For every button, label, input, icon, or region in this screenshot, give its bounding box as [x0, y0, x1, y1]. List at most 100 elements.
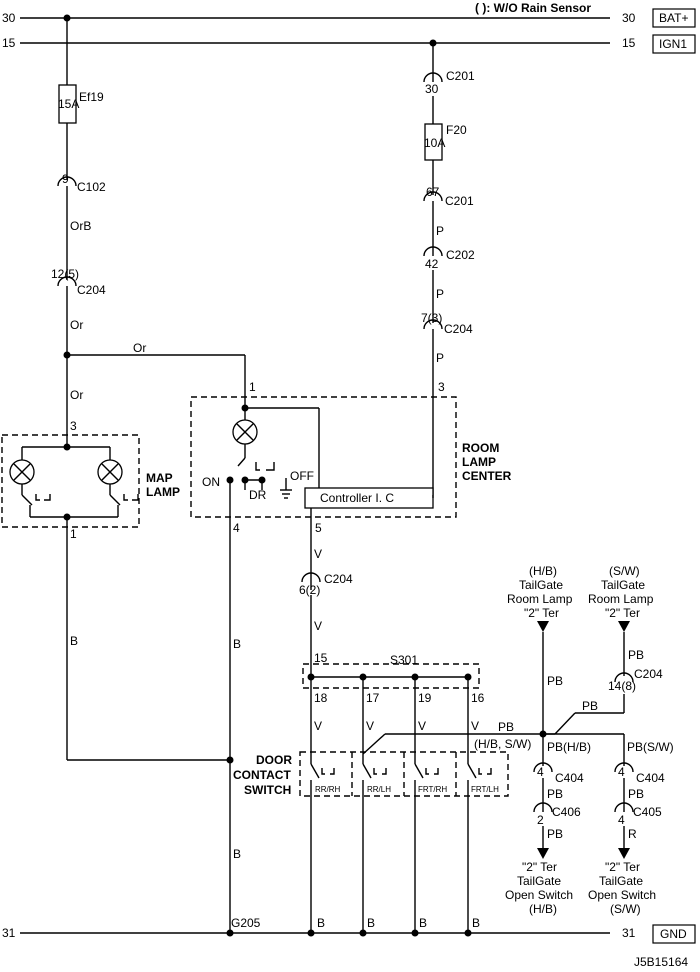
s301-pin-15: 15: [314, 651, 328, 665]
wire-v-rr-lh: V: [366, 719, 374, 733]
tailgate-hb-end-2: TailGate: [517, 874, 561, 888]
tailgate-hb-title-4: "2" Ter: [524, 606, 559, 620]
tailgate-sw-arrow-out: [618, 848, 630, 859]
c406-pin: 2: [537, 813, 544, 827]
tailgate-sw-title-2: TailGate: [601, 578, 645, 592]
switch-frt-rh-label: FRT/RH: [418, 785, 447, 794]
wire-pb-hb-upper: PB: [547, 674, 563, 688]
switch-frt-lh-label: FRT/LH: [471, 785, 499, 794]
wire-b-door-2: B: [367, 916, 375, 930]
controller-ic-label: Controller I. C: [320, 491, 394, 505]
door-contact-label-1: DOOR: [256, 753, 292, 767]
bat-rail-label: BAT+: [659, 11, 688, 25]
c404-sw-pin: 4: [618, 765, 625, 779]
wire-p-lower: P: [436, 351, 444, 365]
door-contact-label-2: CONTACT: [233, 768, 291, 782]
rain-sensor-note: ( ): W/O Rain Sensor: [475, 1, 591, 15]
door-contact-switch: DOOR CONTACT SWITCH RR/RH RR/LH FRT/RH F…: [233, 751, 509, 937]
wire-or-upper: Or: [70, 318, 83, 332]
c405-label: C405: [633, 805, 662, 819]
map-lamp: 3 1 MAP LAMP B: [1, 419, 230, 761]
c204-left-label: C204: [77, 283, 106, 297]
wire-pb-hb-lower: PB: [547, 827, 563, 841]
c202-connector-symbol: [423, 246, 443, 257]
room-lamp-label-1: ROOM: [462, 441, 499, 455]
c202-label: C202: [446, 248, 475, 262]
room-lamp-label-2: LAMP: [462, 455, 496, 469]
c102-label: C102: [77, 180, 106, 194]
c201-upper-connector-symbol: [423, 72, 443, 83]
wire-b-door-4: B: [472, 916, 480, 930]
c201-lower-label: C201: [445, 194, 474, 208]
door-contact-label-3: SWITCH: [244, 783, 291, 797]
wire-b-door-1: B: [317, 916, 325, 930]
wire-v-upper: V: [314, 547, 322, 561]
tailgate-hb-end-4: (H/B): [529, 902, 557, 916]
g205-label: G205: [231, 916, 261, 930]
tailgate-sw-branch: (S/W) TailGate Room Lamp "2" Ter PB 14(8…: [543, 564, 674, 916]
tailgate-sw-end-2: TailGate: [599, 874, 643, 888]
bat-rail-num-left: 30: [2, 11, 16, 25]
room-lamp-pin-1: 1: [249, 380, 256, 394]
ef19-fuse-id: Ef19: [79, 90, 104, 104]
tailgate-hb-arrow-in: [537, 621, 549, 632]
tailgate-hb-arrow-out: [537, 848, 549, 859]
gnd-rail-num-left: 31: [2, 926, 16, 940]
map-lamp-label-1: MAP: [146, 471, 173, 485]
c204-right-label: C204: [444, 322, 473, 336]
left-circuit: Ef19 15A 9 C102 OrB 12(5) C204 Or Or Or: [51, 14, 246, 447]
wire-p-middle: P: [436, 287, 444, 301]
tailgate-sw-title-4: "2" Ter: [605, 606, 640, 620]
tailgate-sw-title-3: Room Lamp: [588, 592, 654, 606]
c404-hb-connector-symbol: [533, 762, 553, 773]
map-lamp-pin-top: 3: [70, 419, 77, 433]
room-lamp-label-3: CENTER: [462, 469, 512, 483]
bat-rail-num-right: 30: [622, 11, 636, 25]
c404-sw-label: C404: [636, 771, 665, 785]
c102-connector-symbol: [57, 176, 77, 187]
c204-left-pin: 12(5): [51, 267, 79, 281]
wire-b-room-lower: B: [233, 847, 241, 861]
tailgate-sw-end-4: (S/W): [610, 902, 641, 916]
wire-pb-sw-branch: PB(S/W): [627, 740, 674, 754]
room-lamp-center: 1 3 ON OFF DR Controller I. C 4 5 ROOM L…: [190, 380, 512, 933]
c204-left-connector-symbol: [57, 276, 77, 287]
bat-rail: 30 30 BAT+: [2, 8, 696, 28]
tailgate-sw-end-3: Open Switch: [588, 888, 656, 902]
c102-pin: 9: [62, 172, 69, 186]
ign-rail-label: IGN1: [659, 37, 687, 51]
f20-fuse-rating: 10A: [424, 136, 445, 150]
tailgate-hb-end-1: "2" Ter: [522, 860, 557, 874]
room-lamp-pin-3: 3: [438, 380, 445, 394]
ign-rail-num-left: 15: [2, 36, 16, 50]
tailgate-sw-arrow-in: [618, 621, 630, 632]
c404-hb-pin: 4: [537, 765, 544, 779]
tailgate-hb-title-2: TailGate: [519, 578, 563, 592]
c204-right-pin: 7(3): [421, 311, 442, 325]
tailgate-hb-title-1: (H/B): [529, 564, 557, 578]
c202-pin: 42: [425, 257, 439, 271]
c204-sw-label: C204: [634, 667, 663, 681]
c201-lower-pin: 67: [426, 185, 440, 199]
wire-v-frt-lh: V: [471, 719, 479, 733]
c201-lower-connector-symbol: [423, 191, 443, 202]
c204-mid-label: C204: [324, 572, 353, 586]
gnd-rail: 31 31 GND: [2, 924, 696, 944]
wire-hb-sw-note: (H/B, S/W): [474, 737, 531, 751]
tailgate-hb-end-3: Open Switch: [505, 888, 573, 902]
wire-pb-door: PB: [498, 720, 514, 734]
c204-sw-pin: 14(8): [608, 679, 636, 693]
wire-r-sw: R: [628, 827, 637, 841]
wire-pb-hb-mid: PB: [547, 787, 563, 801]
wire-v-rr-rh: V: [314, 719, 322, 733]
c204-mid-connector-symbol: [301, 572, 321, 583]
s301-pin-16: 16: [471, 691, 485, 705]
s301-pin-18: 18: [314, 691, 328, 705]
c204-mid-pin: 6(2): [299, 583, 320, 597]
wire-pb-hb-branch: PB(H/B): [547, 740, 591, 754]
c406-connector-symbol: [533, 802, 553, 813]
c404-sw-connector-symbol: [614, 762, 634, 773]
map-lamp-pin-bottom: 1: [70, 527, 77, 541]
room-lamp-on-label: ON: [202, 475, 220, 489]
